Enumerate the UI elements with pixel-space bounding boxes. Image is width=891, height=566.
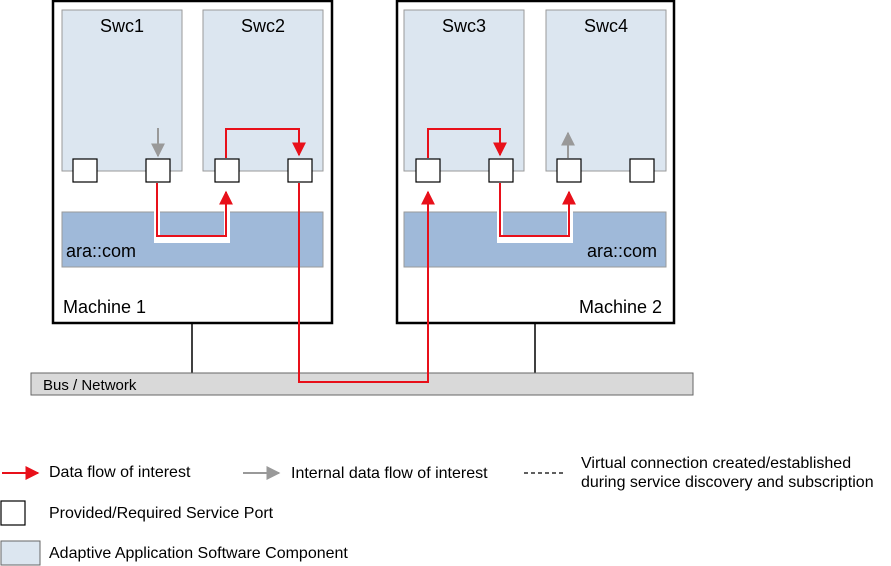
service-port	[72, 158, 98, 183]
service-port	[214, 158, 240, 183]
legend-data-flow-label: Data flow of interest	[49, 464, 191, 481]
service-port	[415, 158, 441, 183]
legend-virtual-connection-label-line1: Virtual connection created/established	[581, 455, 852, 472]
machine-1-label: Machine 1	[63, 297, 146, 317]
swc4-label: Swc4	[584, 16, 628, 36]
swc3-to-swc4-flow	[499, 183, 576, 237]
legend-virtual-connection-label-line2: during service discovery and subscriptio…	[581, 474, 874, 491]
swc2-to-swc3-network-flow	[298, 183, 435, 383]
machine-1-middleware-label: ara::com	[66, 241, 136, 261]
swc1-label: Swc1	[100, 16, 144, 36]
swc2-internal-flow	[225, 128, 306, 158]
legend-adaptive-swc-symbol	[0, 540, 41, 566]
swc2-label: Swc2	[241, 16, 285, 36]
bus-network	[30, 372, 694, 396]
legend-internal-flow-label: Internal data flow of interest	[291, 465, 488, 482]
legend-service-port-symbol	[0, 500, 26, 526]
legend-service-port-label: Provided/Required Service Port	[49, 505, 274, 522]
service-port	[145, 158, 171, 183]
swc1-to-swc2-flow	[156, 183, 233, 237]
machine-2: Swc3 Swc4 ara::com Machine 2	[395, 0, 676, 325]
swc3-label: Swc3	[442, 16, 486, 36]
service-port	[556, 158, 582, 183]
service-port	[629, 158, 655, 183]
service-port	[287, 158, 313, 183]
machine-2-middleware-label: ara::com	[587, 241, 657, 261]
service-port	[488, 158, 514, 183]
data-flow-paths	[156, 128, 576, 383]
swc3-internal-flow	[427, 128, 507, 158]
machine-1: Swc1 Swc2 ara::com Machine 1	[51, 0, 334, 325]
service-ports	[72, 158, 655, 183]
machine-2-label: Machine 2	[579, 297, 662, 317]
bus-network-label: Bus / Network	[43, 377, 137, 394]
legend-adaptive-swc-label: Adaptive Application Software Component	[49, 545, 348, 562]
